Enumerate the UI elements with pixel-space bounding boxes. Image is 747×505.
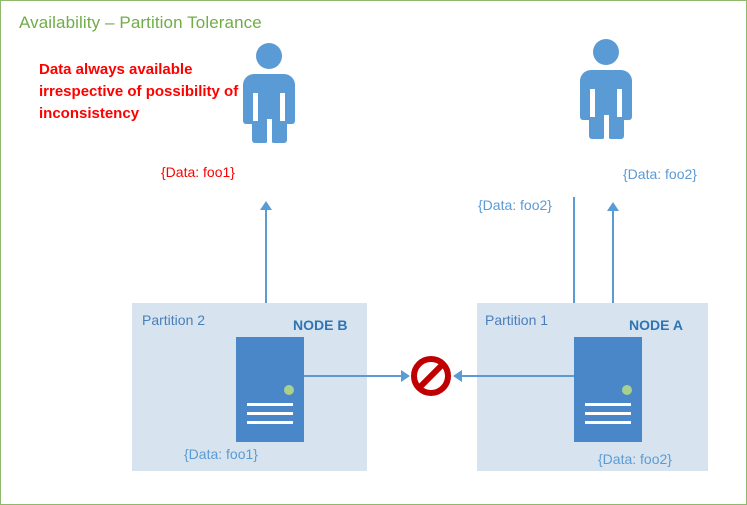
person-body: [243, 74, 295, 124]
node-label-b: NODE B: [293, 317, 348, 333]
read-arrowhead-right: [607, 202, 619, 211]
person-leg-right: [608, 117, 624, 139]
person-arm-gap-right: [280, 93, 285, 124]
link-line-left: [304, 375, 402, 377]
write-line-right: [573, 197, 575, 327]
read-arrowhead-left: [260, 201, 272, 210]
server-bars: [247, 403, 293, 430]
page-title: Availability – Partition Tolerance: [19, 13, 262, 32]
read-line-left: [265, 209, 267, 339]
person-head: [593, 39, 619, 65]
person-leg-gap: [604, 115, 609, 139]
node-a-data-label: {Data: foo2}: [598, 451, 672, 467]
person-icon-right: [580, 39, 632, 139]
write-request-label: {Data: foo2}: [478, 197, 552, 213]
read-response-label-left: {Data: foo1}: [161, 164, 235, 180]
server-icon-node-b[interactable]: [236, 337, 304, 442]
link-line-right: [461, 375, 574, 377]
person-leg-left: [589, 117, 605, 139]
partition-label-1: Partition 1: [485, 312, 549, 328]
person-arm-gap-left: [253, 93, 258, 124]
person-body: [580, 70, 632, 120]
availability-note: Data always available irrespective of po…: [39, 61, 239, 122]
server-bars: [585, 403, 631, 430]
status-led-icon: [622, 385, 632, 395]
read-line-right: [612, 210, 614, 338]
link-arrowhead-right: [453, 370, 462, 382]
person-leg-right: [271, 121, 287, 143]
person-leg-gap: [267, 119, 272, 143]
link-arrowhead-left: [401, 370, 410, 382]
node-label-a: NODE A: [629, 317, 683, 333]
no-entry-icon: [410, 355, 452, 397]
node-b-data-label: {Data: foo1}: [184, 446, 258, 462]
status-led-icon: [284, 385, 294, 395]
person-arm-gap-right: [617, 89, 622, 120]
person-arm-gap-left: [590, 89, 595, 120]
person-icon-left: [243, 43, 295, 143]
read-response-label-right: {Data: foo2}: [623, 166, 697, 182]
person-head: [256, 43, 282, 69]
server-icon-node-a[interactable]: [574, 337, 642, 442]
person-leg-left: [252, 121, 268, 143]
partition-label-2: Partition 2: [142, 312, 206, 328]
